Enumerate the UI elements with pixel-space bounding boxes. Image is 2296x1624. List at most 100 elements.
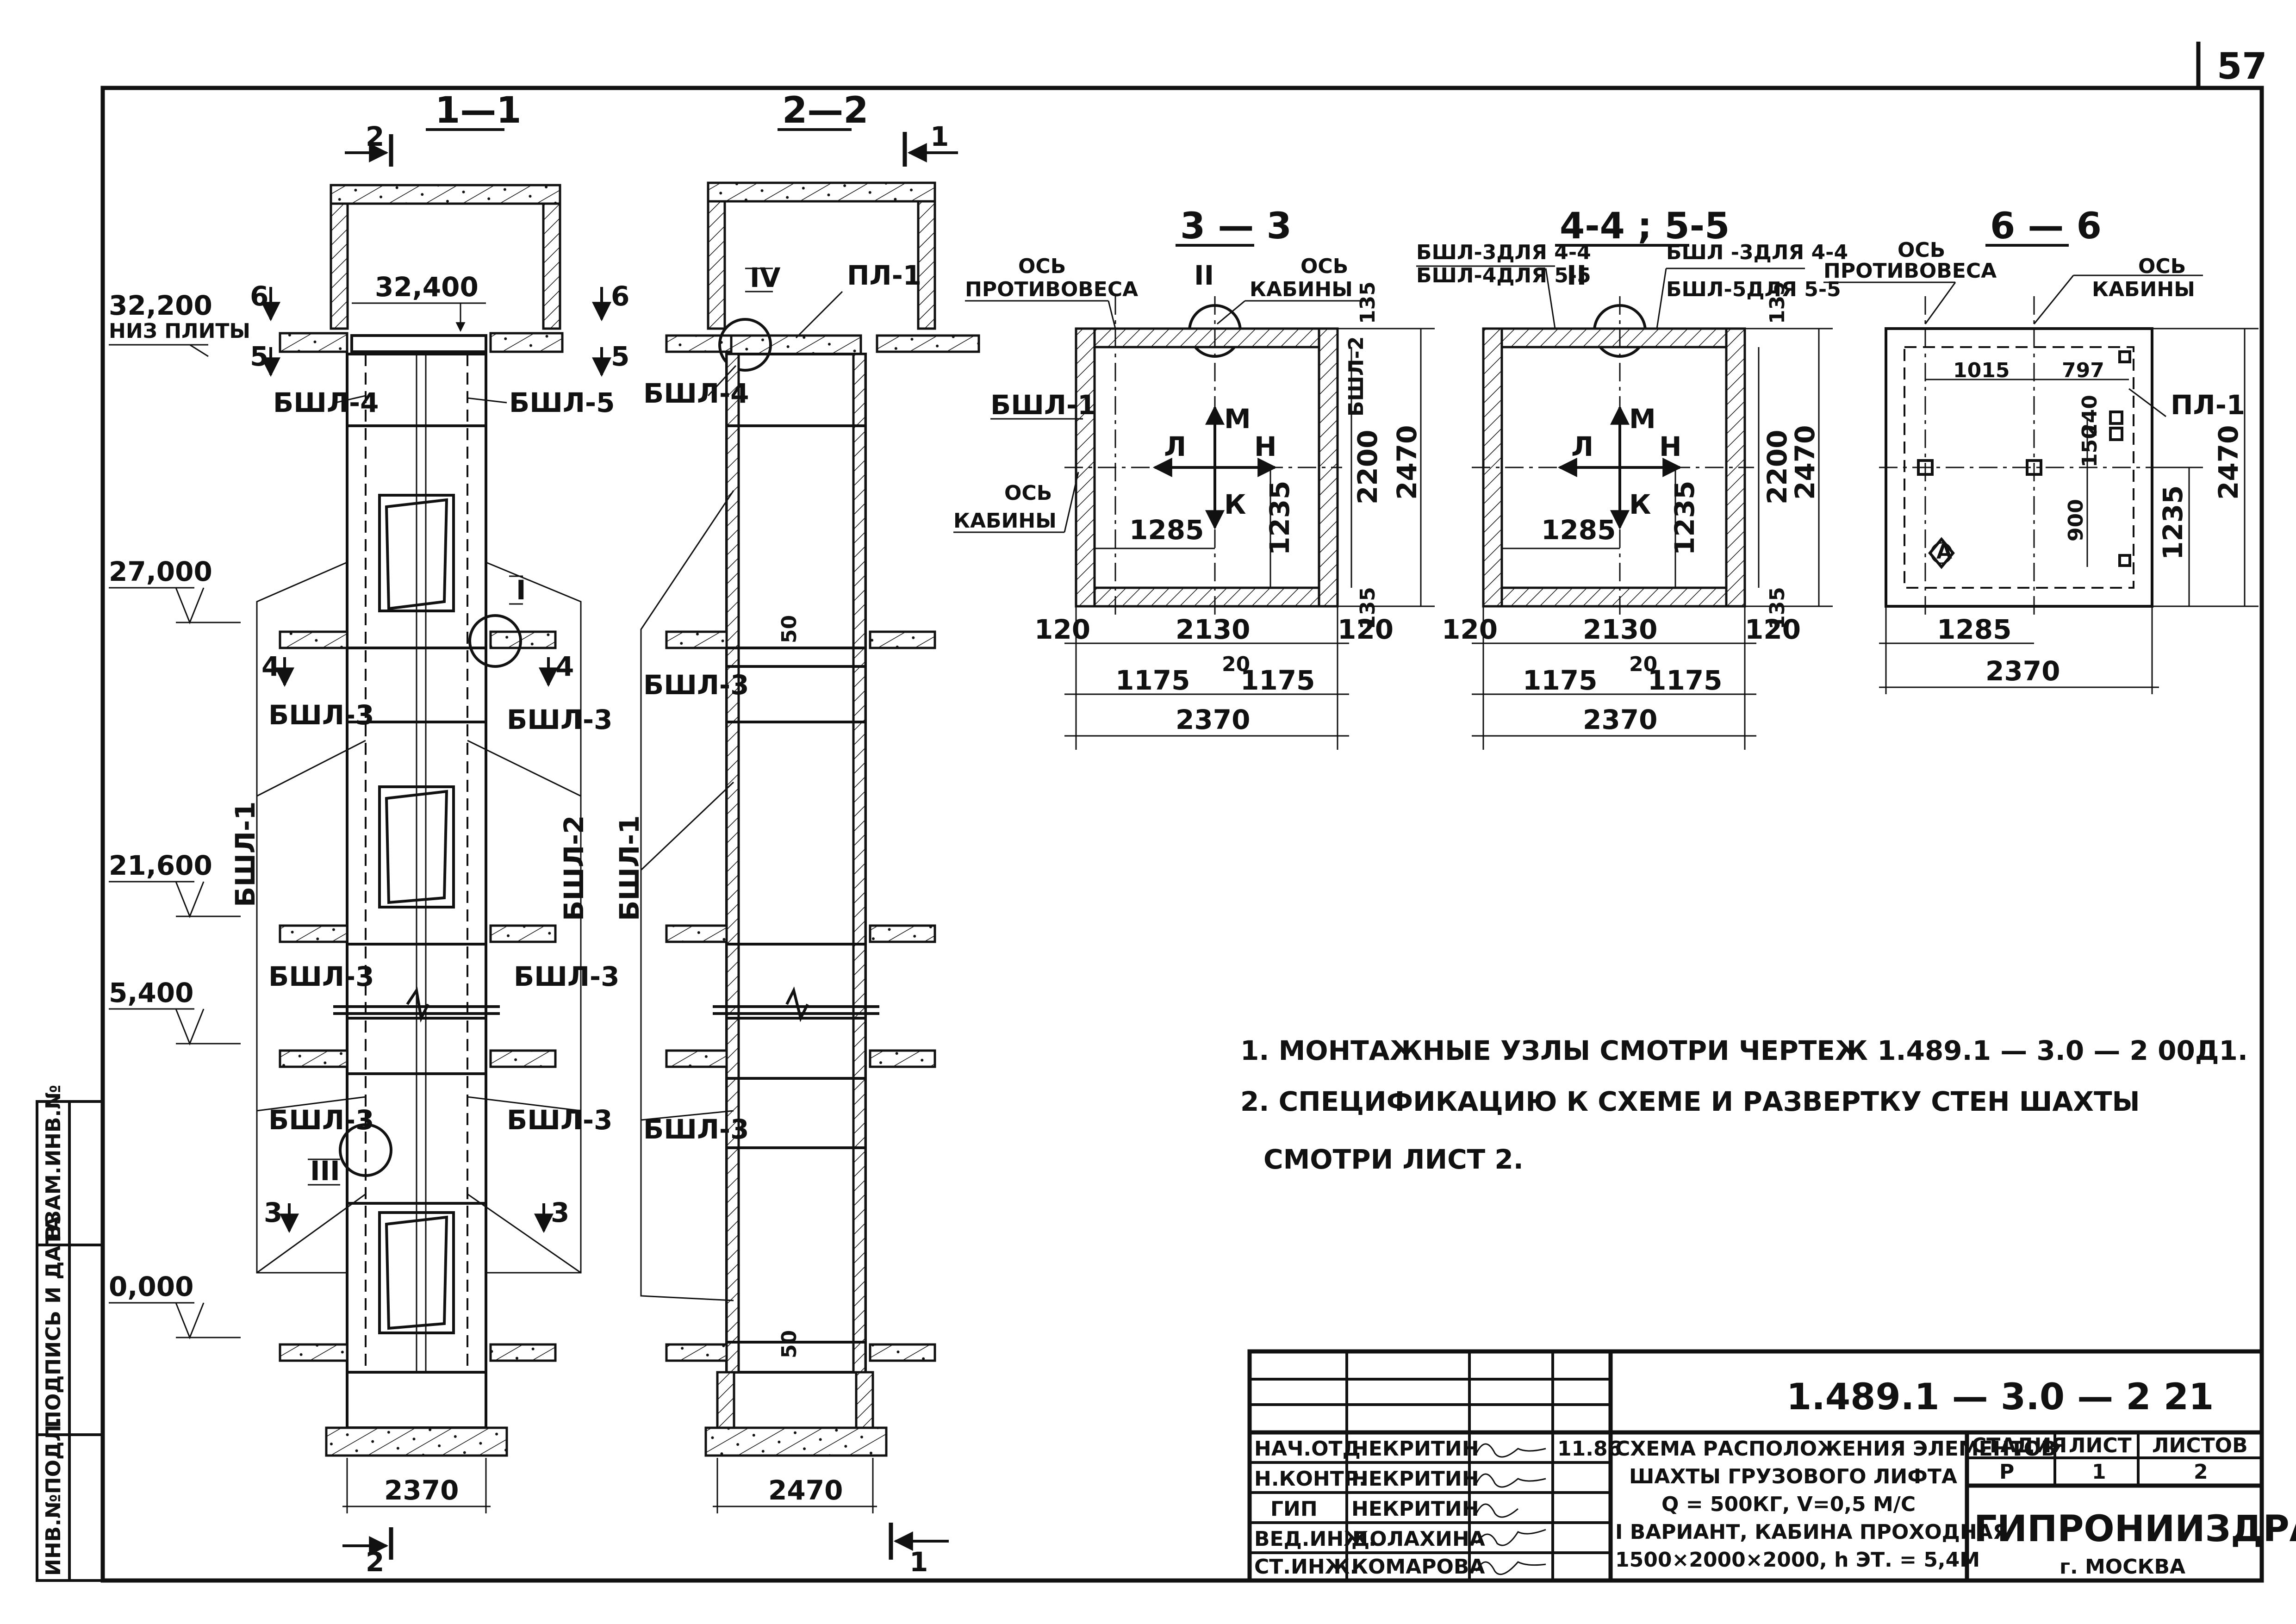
label-bshl3-c-left: БШЛ-3 [268,1104,374,1136]
dir-m-3-3: М [1224,403,1251,435]
level-0000: 0,000 [109,1271,193,1302]
label-bshl2-section-1-1: БШЛ-2 [558,815,590,921]
dim-2130-4455: 2130 [1583,614,1657,645]
dim-1235-3-3: 1235 [1264,481,1295,555]
label-bshl4: БШЛ-4 [273,387,379,418]
stamp-signature-date: ПОДПИСЬ И ДАТА [42,1216,65,1428]
dim-135-bottom-3-3: 135 [1356,587,1380,629]
dir-m-4455: М [1629,403,1656,435]
cut-mark-1-top: 1 [930,121,949,152]
dir-l-3-3: Л [1164,431,1186,462]
dim-1285-6-6: 1285 [1937,614,2011,645]
axis-counterweight-3-3-l1: ОСЬ [1018,255,1066,278]
cut-mark-3-left: 3 [264,1197,282,1228]
note-2: 2. СПЕЦИФИКАЦИЮ К СХЕМЕ И РАЗВЕРТКУ СТЕН… [1240,1086,2140,1117]
plan-6-6: 6 — 6 ОСЬ ПРОТИВОВЕСА ОСЬ КАБИНЫ А ПЛ-1 … [1823,205,2259,694]
dim-2470-6-6: 2470 [2213,425,2244,500]
label-bshl3-for-44: БШЛ-3ДЛЯ 4-4 [1416,241,1591,264]
node-i: I [516,574,526,606]
drawing-code: 1.489.1 — 3.0 — 2 21 [1786,1376,2214,1418]
dim-797-6-6: 797 [2062,359,2104,382]
stamp-inv-podl: ИНВ.№ПОДЛ. [42,1417,65,1576]
cut-mark-2-top: 2 [366,121,384,152]
cut-mark-5-left: 5 [250,341,268,372]
dim-2370-4455: 2370 [1583,704,1657,735]
cut-mark-5-right: 5 [611,341,629,372]
dim-1235-6-6: 1235 [2157,485,2189,560]
label-bshl4-section-2-2: БШЛ-4 [643,378,749,409]
staff-name-3: ДОЛАХИНА [1351,1527,1485,1551]
dim-120-right-4455: 120 [1745,614,1801,645]
section-6-6-title: 6 — 6 [1990,205,2102,247]
label-bshl2-3-3: БШЛ-2 [1344,336,1368,417]
cut-mark-6-right: 6 [611,280,629,312]
axis-cabin-6-6-l1: ОСЬ [2138,255,2186,278]
node-ii-4455: II [1567,260,1587,291]
dim-1285-4455: 1285 [1541,514,1616,546]
level-32200: 32,200 [109,290,212,321]
dir-n-4455: Н [1659,431,1682,462]
signature-4 [1475,1561,1546,1575]
dim-2370-section-1-1: 2370 [384,1475,459,1506]
plan-4-4-5-5: 4-4 ; 5-5 БШЛ-3ДЛЯ 4-4 БШЛ-4ДЛЯ 5-5 БШЛ … [1416,205,1848,750]
staff-role-4: СТ.ИНЖ. [1254,1555,1357,1579]
staff-role-1: Н.КОНТР. [1254,1467,1367,1491]
dim-120-right-3-3: 120 [1338,614,1394,645]
sheet-value: 1 [2092,1460,2106,1484]
label-bshl3-a-left: БШЛ-3 [268,699,374,731]
staff-date-0: 11.86 [1557,1437,1622,1461]
dim-2370-6-6: 2370 [1985,655,2060,687]
level-27000: 27,000 [109,556,212,587]
section-2-2: 2—2 1 ПЛ-1 IV [614,90,980,1578]
axis-cabin-3-3-l1: ОСЬ [1300,255,1348,278]
level-5400: 5,400 [109,977,193,1008]
dim-240-6-6: 240 [2078,395,2102,437]
dim-1175-left-3-3: 1175 [1115,665,1190,696]
sheet-label: ЛИСТ [2069,1434,2132,1457]
dim-20-3-3: 20 [1222,653,1250,676]
label-bshl3-for-44-b: БШЛ -3ДЛЯ 4-4 [1666,241,1848,264]
label-pl1-6-6: ПЛ-1 [2171,389,2245,421]
staff-name-2: НЕКРИТИН [1351,1497,1479,1521]
staff-role-2: ГИП [1270,1497,1318,1521]
level-21600: 21,600 [109,850,212,881]
dim-135-bottom-4455: 135 [1766,587,1789,629]
dim-135-top-4455: 135 [1766,281,1789,324]
stage-label: СТАДИЯ [1972,1434,2067,1457]
dim-1175-right-3-3: 1175 [1240,665,1315,696]
label-bshl5-for-55: БШЛ-5ДЛЯ 5-5 [1666,278,1841,301]
dim-2130-3-3: 2130 [1176,614,1250,645]
note-2-cont: СМОТРИ ЛИСТ 2. [1263,1144,1524,1175]
label-bshl5: БШЛ-5 [509,387,615,418]
dim-150-6-6: 150 [2078,425,2102,467]
sheet-frame [100,86,2264,1583]
section-1-1-title: 1—1 [435,90,522,131]
axis-counterweight-6-6-l2: ПРОТИВОВЕСА [1823,259,1997,283]
node-iv: IV [750,262,781,293]
signature-2 [1475,1503,1518,1518]
staff-name-0: НЕКРИТИН [1351,1437,1479,1461]
dir-l-4455: Л [1571,431,1593,462]
label-bshl1-3-3: БШЛ-1 [990,389,1096,421]
cut-mark-1-bottom: 1 [909,1546,928,1578]
cut-mark-6-left: 6 [250,280,268,312]
cut-mark-4-right: 4 [555,651,574,682]
stamp-vzam-inv: ВЗАМ.ИНВ.№ [42,1085,65,1240]
marker-a-6-6: А [1936,540,1952,564]
dim-50-top-section-2-2: 50 [778,615,801,643]
dir-n-3-3: Н [1254,431,1277,462]
axis-cabin-3-3-l2: КАБИНЫ [1250,278,1353,301]
side-stamp: ИНВ.№ПОДЛ. ПОДПИСЬ И ДАТА ВЗАМ.ИНВ.№ [36,1085,104,1582]
dim-900-6-6: 900 [2064,499,2088,541]
sheets-value: 2 [2194,1460,2208,1484]
label-pl1-section-2-2: ПЛ-1 [847,260,921,291]
label-bshl1-section-1-1: БШЛ-1 [230,802,261,907]
level-marks: 27,000 21,600 5,400 0,000 [109,556,241,1340]
dir-k-4455: К [1629,489,1651,520]
dim-2470-3-3: 2470 [1391,425,1423,500]
section-3-3-title: 3 — 3 [1180,205,1292,247]
dir-k-3-3: К [1224,489,1246,520]
axis-counterweight-6-6-l1: ОСЬ [1898,238,1945,262]
axis-cabin-6-6-l2: КАБИНЫ [2092,278,2195,301]
